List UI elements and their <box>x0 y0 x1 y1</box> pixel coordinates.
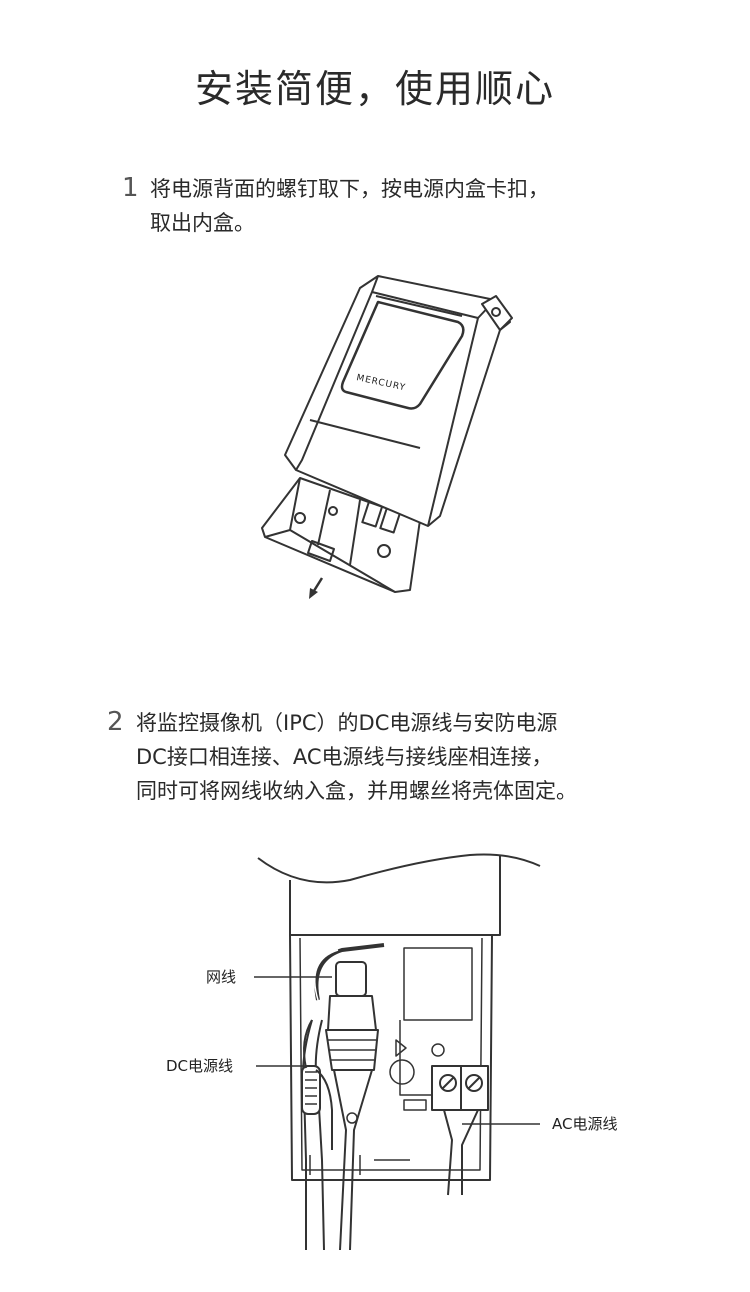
step-text-line: 将电源背面的螺钉取下，按电源内盒卡扣， <box>150 177 549 201</box>
step-number: 1 <box>122 173 139 203</box>
dc-cable <box>301 1019 333 1251</box>
step-text-line: DC接口相连接、AC电源线与接线座相连接， <box>136 745 553 769</box>
callout-lines <box>254 976 540 1125</box>
step-text-line: 同时可将网线收纳入盒，并用螺丝将壳体固定。 <box>136 779 577 803</box>
ac-cable <box>443 1109 479 1196</box>
network-cable <box>314 943 385 1251</box>
pull-arrow-icon <box>309 577 324 599</box>
step-number: 2 <box>107 707 124 737</box>
housing-cover <box>257 853 541 936</box>
callout-ac-cable: AC电源线 <box>552 1115 617 1133</box>
outer-housing: MERCURY <box>284 275 513 527</box>
callout-network-cable: 网线 <box>206 968 236 986</box>
callout-dc-cable: DC电源线 <box>166 1057 233 1075</box>
step-2: 2 将监控摄像机（IPC）的DC电源线与安防电源 DC接口相连接、AC电源线与接… <box>107 706 577 808</box>
page-title: 安装简便，使用顺心 <box>194 67 555 111</box>
step-1: 1 将电源背面的螺钉取下，按电源内盒卡扣， 取出内盒。 <box>122 172 549 240</box>
terminal-block <box>431 1065 489 1111</box>
inner-box <box>289 934 493 1181</box>
step-text-line: 取出内盒。 <box>150 211 255 235</box>
step-text-line: 将监控摄像机（IPC）的DC电源线与安防电源 <box>136 711 558 735</box>
